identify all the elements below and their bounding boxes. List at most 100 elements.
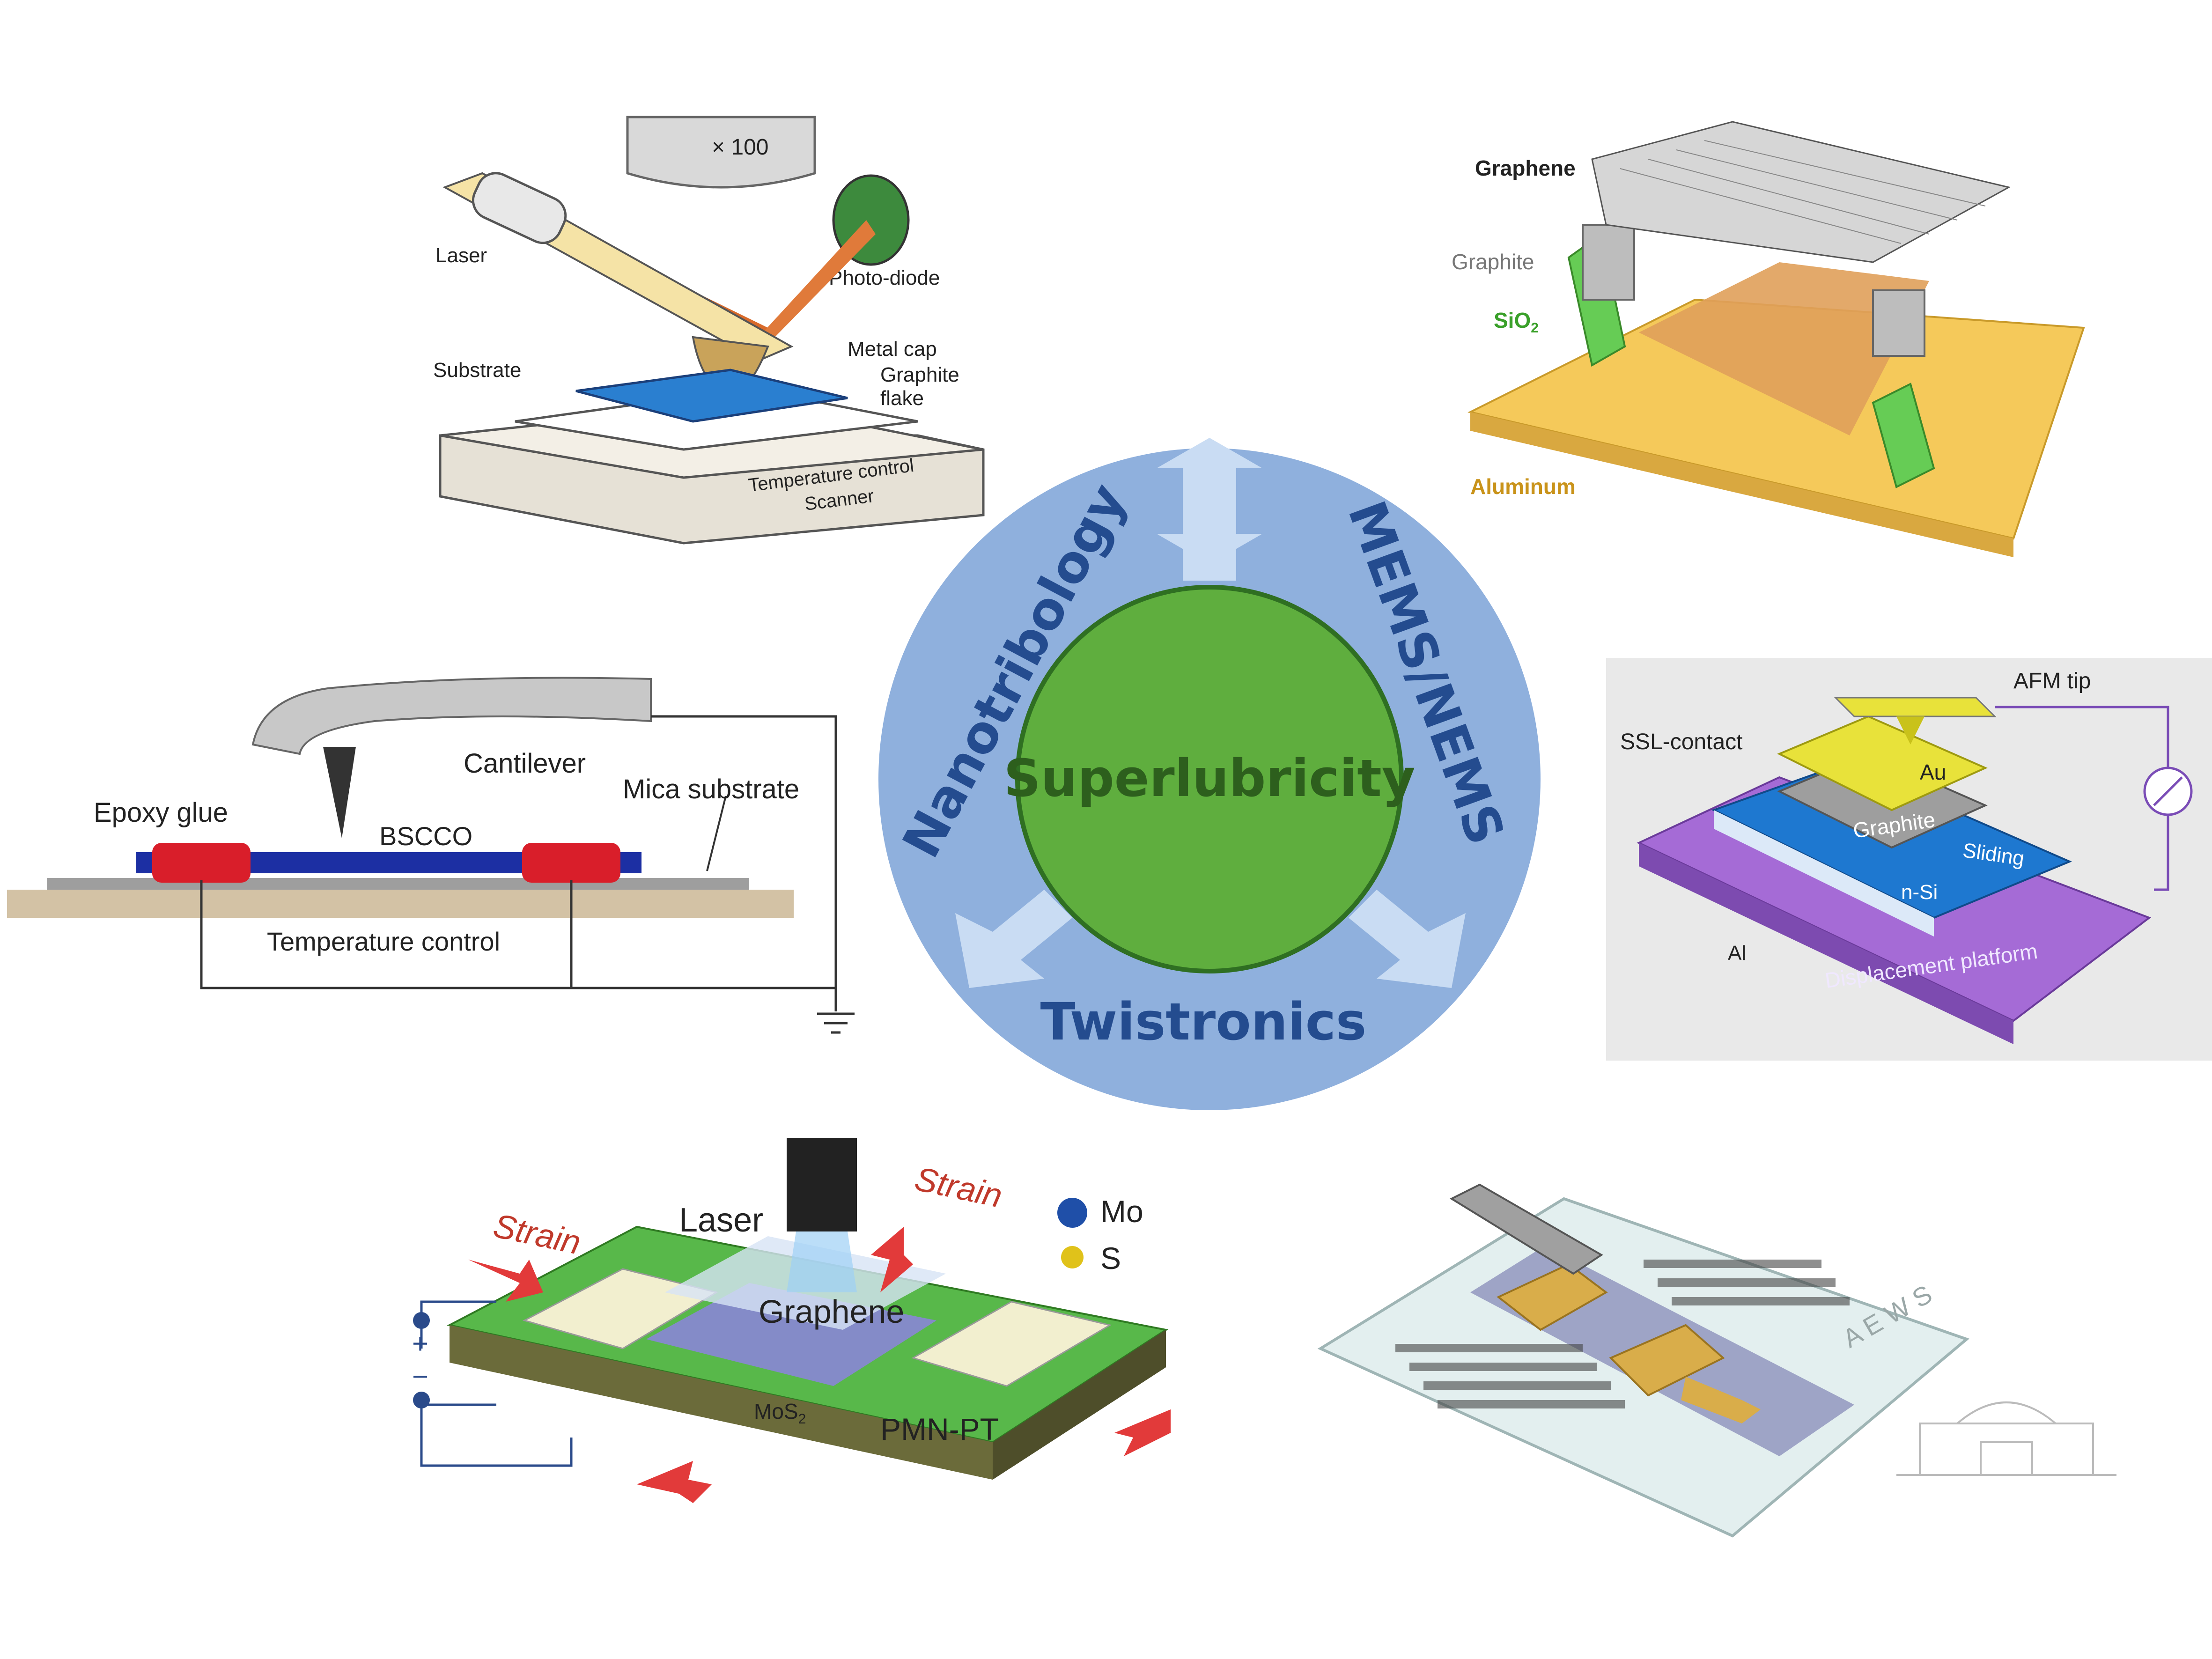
strain-arrow-3 [637,1461,712,1503]
mo-label: Mo [1100,1194,1143,1229]
building-watermark-icon [1896,1401,2116,1476]
sio2-right [1872,383,1935,488]
center-title: Superlubricity [1003,748,1415,808]
s-label: S [1100,1241,1121,1276]
temperature-label-bscco: Temperature control [267,927,500,956]
epoxy-label: Epoxy glue [94,797,228,828]
au-block [1777,715,1988,811]
strain-arrows [468,1227,1171,1503]
au-label: Au [1920,760,1946,784]
cantilever-label: Cantilever [464,748,586,779]
graphene-mesh [1620,140,1986,244]
pmn-board-end [993,1330,1166,1480]
strain-arrow-2 [871,1227,913,1292]
substrate-label: Substrate [433,359,521,382]
objective-lens [626,116,816,189]
minus-label: − [412,1361,428,1392]
aluminum-label: Aluminum [1470,474,1576,499]
platform-edge [1639,843,2013,1044]
inner-core [1015,585,1404,973]
sio2-label: SiO2 [1494,308,1539,336]
hub-arrows [955,438,1466,988]
mica-pointer [706,796,727,871]
temperature-stage [7,890,794,918]
laser-beam-strain [787,1231,857,1292]
laser-source [472,172,567,244]
strain-arrow-4 [1114,1409,1171,1456]
strain-label-right: Strain [912,1160,1006,1215]
mos2-subscript: 2 [798,1411,806,1427]
mo-atom-icon [1057,1198,1087,1228]
sio2-text: SiO [1494,308,1531,332]
electrode-minus-icon [413,1392,430,1408]
afm-tip-point [1896,716,1924,745]
objective-label: × 100 [712,135,768,160]
panel-strain: + − Mo S Strain Strain Laser Graphene Mo… [412,1138,1171,1503]
gold-pad-2 [1609,1324,1725,1397]
meter-needle-icon [2153,776,2183,806]
graphene-label-strain: Graphene [759,1293,904,1330]
graphite-flake [575,369,848,423]
arrow-top-head2 [1157,534,1262,564]
graphene-label: Graphene [1475,156,1576,180]
laser-label: Laser [435,244,487,267]
graphite-flake-label-2: flake [880,387,924,410]
circuit-wire [200,880,837,1011]
mica-label: Mica substrate [623,774,799,804]
bias-wire-mid [420,1400,496,1406]
cantilever-shape [251,677,652,755]
afm-tip-label: AFM tip [2013,669,2091,693]
probe-tip [1449,1183,1603,1275]
plus-label: + [412,1328,428,1359]
ring-label-bottom: Twistronics [1040,992,1367,1052]
al-layer [1714,810,1934,936]
mica-layer [47,878,749,890]
epoxy-left [152,843,251,883]
al-label: Al [1728,942,1746,965]
metal-cap-label: Metal cap [848,338,937,361]
laser-beam-out [759,220,876,344]
panel-graphene-device: Graphene Graphite SiO2 Aluminum [1452,121,2085,557]
center-pad [1639,262,1929,435]
pmn-board-side [450,1325,993,1480]
aluminum-edge [1470,412,2013,557]
panel-afm-setup: × 100 Photo-diode Laser Substrate Metal … [433,116,985,545]
hole-pattern-left [1395,1344,1625,1408]
center-hub: Superlubricity Nanotribology MEMS/NEMS T… [878,438,1541,1110]
panel-ssl-contact: AFM tip SSL-contact Au Graphite Sliding … [1606,658,2212,1061]
laser-objective-icon [787,1138,857,1231]
graphite-left [1582,224,1635,301]
strain-arrow-1 [468,1260,543,1302]
mos2-text: MoS [754,1399,798,1423]
bscco-label: BSCCO [379,821,472,851]
afm-tip-plate [1834,697,1997,717]
circuit-wire-3 [651,715,837,988]
gold-lead [1681,1377,1761,1423]
graphite-label: Graphite [1452,250,1534,274]
ground-icon [817,1012,855,1034]
s-atom-icon [1061,1246,1084,1268]
bias-wire-bottom [420,1400,573,1467]
arrow-bottom-right [1349,890,1466,988]
panel-mems-device: A E W S [1317,1183,2116,1538]
nsi-label: n-Si [1901,881,1938,904]
graphene-sheet [1591,121,2011,263]
bias-wire-top [420,1300,496,1349]
panel-bscco: Cantilever Epoxy glue Mica substrate BSC… [7,677,855,1034]
electrode-plus-icon [413,1312,430,1329]
graphite-right [1872,289,1925,357]
hole-pattern-right [1644,1260,1850,1305]
cantilever-tip [323,747,356,838]
pmn-label: PMN-PT [880,1412,999,1446]
sio2-subscript: 2 [1531,320,1539,336]
laser-label-strain: Laser [679,1202,763,1239]
strain-label-left: Strain [490,1207,584,1261]
photodiode-label: Photo-diode [829,266,940,289]
epoxy-right [522,843,620,883]
arrow-bottom-left [955,890,1072,988]
ssl-contact-label: SSL-contact [1620,730,1742,754]
graphite-flake-label-1: Graphite [880,363,959,386]
mos2-label: MoS2 [754,1399,806,1427]
